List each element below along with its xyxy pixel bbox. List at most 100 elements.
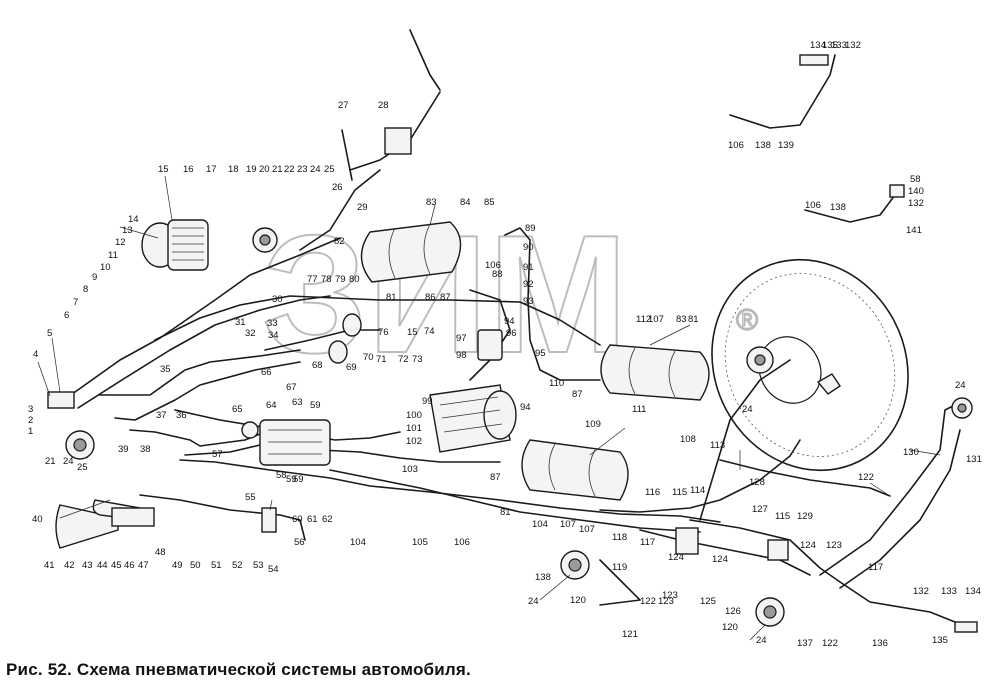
callout-66: 66 <box>261 367 272 378</box>
callout-35: 35 <box>160 364 171 375</box>
callout-25-repeat: 25 <box>77 462 88 473</box>
callout-77: 77 <box>307 274 318 285</box>
callout-92: 92 <box>523 279 534 290</box>
callout-32: 32 <box>245 328 256 339</box>
callout-67: 67 <box>286 382 297 393</box>
callout-100: 100 <box>406 410 422 421</box>
callout-42: 42 <box>64 560 75 571</box>
callout-24-repeat: 24 <box>63 456 74 467</box>
air-receiver-109 <box>521 439 629 501</box>
callout-51: 51 <box>211 560 222 571</box>
callout-59-repeat: 59 <box>310 400 321 411</box>
air-horn <box>55 499 155 549</box>
air-receiver-111 <box>600 344 710 401</box>
callout-1: 1 <box>28 426 33 437</box>
valve-55 <box>261 507 277 533</box>
callout-17: 17 <box>206 164 217 175</box>
callout-59-repeat: 59 <box>286 474 297 485</box>
callout-104-repeat: 104 <box>532 519 548 530</box>
callout-134: 134 <box>965 586 981 597</box>
brake-chamber-front-right <box>252 227 278 253</box>
brake-chamber-spare <box>746 346 774 374</box>
callout-23: 23 <box>297 164 308 175</box>
callout-115-repeat: 115 <box>775 511 790 522</box>
callout-26: 26 <box>332 182 343 193</box>
brake-chamber-rear-2 <box>755 597 785 627</box>
gearbox <box>429 384 517 453</box>
callout-21-repeat: 21 <box>45 456 56 467</box>
callout-56: 56 <box>294 537 305 548</box>
wiper-assembly <box>341 29 441 181</box>
compressor <box>141 219 209 271</box>
callout-70: 70 <box>363 352 374 363</box>
callout-14: 14 <box>128 214 139 225</box>
callout-117-repeat: 117 <box>868 562 883 573</box>
callout-68: 68 <box>312 360 323 371</box>
callout-94: 94 <box>504 316 515 327</box>
callout-38: 38 <box>140 444 151 455</box>
callout-24: 24 <box>310 164 321 175</box>
brake-valve-block <box>241 419 331 466</box>
callout-114: 114 <box>690 485 705 496</box>
callout-13: 13 <box>122 225 133 236</box>
callout-140: 140 <box>908 186 924 197</box>
callout-95: 95 <box>535 348 546 359</box>
callout-124: 124 <box>712 554 728 565</box>
callout-53: 53 <box>253 560 264 571</box>
callout-2: 2 <box>28 415 33 426</box>
callout-15: 15 <box>158 164 169 175</box>
callout-104: 104 <box>350 537 366 548</box>
callout-131: 131 <box>966 454 982 465</box>
callout-47: 47 <box>138 560 149 571</box>
callout-63: 63 <box>292 397 303 408</box>
components <box>47 29 978 633</box>
callout-122: 122 <box>640 596 656 607</box>
callout-102: 102 <box>406 436 422 447</box>
callout-119: 119 <box>612 562 627 573</box>
callout-98: 98 <box>456 350 467 361</box>
callout-110: 110 <box>549 378 564 389</box>
callout-128: 128 <box>749 477 765 488</box>
callout-59: 59 <box>293 474 304 485</box>
callout-138: 138 <box>535 572 551 583</box>
callout-37: 37 <box>156 410 167 421</box>
regulator-97 <box>477 329 503 361</box>
callout-133: 133 <box>941 586 957 597</box>
callout-83-repeat: 83 <box>676 314 687 325</box>
callout-81-repeat: 81 <box>500 507 511 518</box>
callout-93: 93 <box>523 296 534 307</box>
callout-129: 129 <box>797 511 813 522</box>
callout-135-repeat: 135 <box>822 40 838 51</box>
callout-134-repeat: 134 <box>810 40 826 51</box>
callout-80: 80 <box>349 274 360 285</box>
callout-123: 123 <box>658 596 674 607</box>
callout-132-repeat: 132 <box>845 40 861 51</box>
callout-52: 52 <box>232 560 243 571</box>
callout-127: 127 <box>752 504 768 515</box>
callout-30: 30 <box>272 294 283 305</box>
callout-27: 27 <box>338 100 349 111</box>
callout-101: 101 <box>406 423 422 434</box>
callout-117: 117 <box>640 537 655 548</box>
callout-113: 113 <box>710 440 725 451</box>
callout-87: 87 <box>440 292 451 303</box>
callout-20: 20 <box>259 164 270 175</box>
callout-106: 106 <box>454 537 470 548</box>
callout-81-repeat: 81 <box>688 314 699 325</box>
coupling-trailer <box>799 54 978 633</box>
callout-57: 57 <box>212 449 223 460</box>
callout-99: 99 <box>422 396 433 407</box>
callout-48: 48 <box>155 547 166 558</box>
callout-22: 22 <box>284 164 295 175</box>
callout-122-repeat: 122 <box>822 638 838 649</box>
callout-12: 12 <box>115 237 126 248</box>
callout-39: 39 <box>118 444 129 455</box>
callout-87-repeat: 87 <box>490 472 501 483</box>
callout-108: 108 <box>680 434 696 445</box>
callout-86: 86 <box>425 292 436 303</box>
callout-105: 105 <box>412 537 428 548</box>
callout-9: 9 <box>92 272 97 283</box>
callout-64: 64 <box>266 400 277 411</box>
callout-24-repeat: 24 <box>756 635 767 646</box>
callout-125: 125 <box>700 596 716 607</box>
